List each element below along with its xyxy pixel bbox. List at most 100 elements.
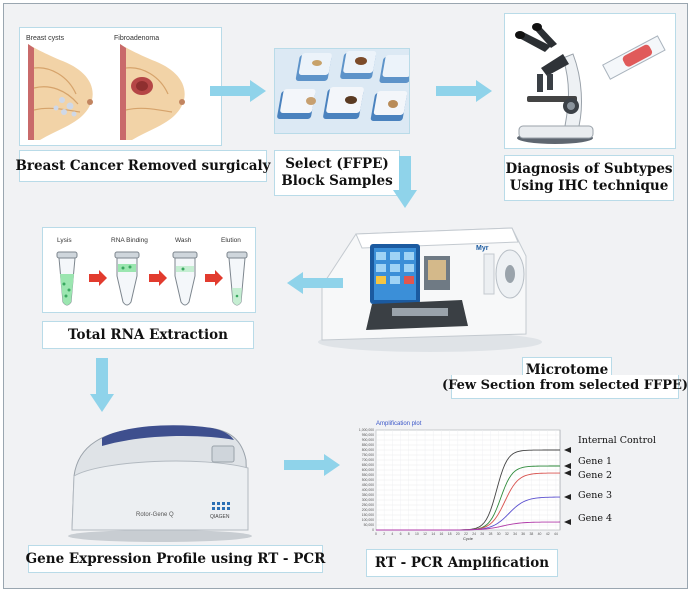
amplification-step-text: RT - PCR Amplification [374, 554, 550, 571]
breast-step-text: Breast Cancer Removed surgicaly [15, 157, 271, 174]
rna-stage-binding: RNA Binding [111, 237, 148, 244]
chart-series [376, 449, 561, 531]
red-arrow-icon [205, 270, 223, 286]
y-tick-label: 500,000 [362, 478, 374, 482]
legend-pointer-icon [564, 519, 571, 525]
rna-extraction-panel: Lysis RNA Binding Wash Elution [42, 227, 256, 313]
microscope-image-panel [504, 13, 676, 149]
y-tick-label: 450,000 [362, 483, 374, 487]
y-tick-label: 850,000 [362, 443, 374, 447]
glass-slide-icon [602, 35, 666, 80]
fibro-caption: Fibroadenoma [114, 35, 159, 42]
x-tick-label: 2 [383, 532, 385, 536]
ihc-step-label: Diagnosis of Subtypes Using IHC techniqu… [504, 155, 674, 201]
x-tick-label: 38 [529, 532, 533, 536]
legend-pointer-icon [564, 470, 571, 476]
x-tick-label: 16 [440, 532, 444, 536]
y-tick-label: 800,000 [362, 448, 374, 452]
y-tick-label: 700,000 [362, 458, 374, 462]
x-tick-label: 28 [489, 532, 493, 536]
left-arrow-icon [287, 272, 343, 294]
amplification-step-label: RT - PCR Amplification [366, 549, 558, 577]
y-tick-label: 50,000 [364, 523, 374, 527]
x-tick-label: 14 [431, 532, 435, 536]
rtpcr-step-label: Gene Expression Profile using RT - PCR [25, 545, 326, 573]
x-tick-label: 4 [391, 532, 393, 536]
y-tick-label: 350,000 [362, 493, 374, 497]
legend-pointer-icon [564, 447, 571, 453]
ffpe-blocks-icon [275, 49, 414, 133]
tube-icon [114, 251, 140, 306]
ffpe-step-line2: Block Samples [281, 173, 393, 189]
y-tick-label: 150,000 [362, 513, 374, 517]
down-arrow-icon [90, 358, 114, 412]
rna-extraction-illustration: Lysis RNA Binding Wash Elution [56, 237, 248, 306]
y-tick-label: 400,000 [362, 488, 374, 492]
x-tick-label: 36 [521, 532, 525, 536]
down-arrow-icon [393, 156, 417, 208]
y-tick-label: 950,000 [362, 433, 374, 437]
right-arrow-icon [436, 80, 492, 102]
pcr-machine-icon: Rotor-Gene Q QIAGEN [68, 425, 252, 542]
legend-label: Gene 1 [578, 456, 612, 467]
x-tick-label: 6 [400, 532, 402, 536]
y-tick-label: 1,000,000 [359, 428, 374, 432]
red-arrow-icon [89, 270, 107, 286]
breast-illustration: Breast cysts Fibroadenoma [26, 35, 185, 140]
x-tick-label: 40 [538, 532, 542, 536]
x-tick-label: 24 [472, 532, 476, 536]
breast-step-label: Breast Cancer Removed surgicaly [15, 150, 271, 182]
qiagen-logo [212, 502, 230, 510]
y-tick-label: 0 [372, 528, 374, 532]
amplification-chart: Amplification plot 1,000,000950,000900,0… [359, 421, 656, 541]
rna-stage-lysis: Lysis [57, 237, 72, 244]
red-arrow-icon [149, 270, 167, 286]
tube-icon [226, 251, 248, 306]
series-line [376, 521, 561, 531]
rtpcr-step-text: Gene Expression Profile using RT - PCR [25, 550, 326, 567]
y-tick-label: 750,000 [362, 453, 374, 457]
rna-stage-wash: Wash [175, 237, 192, 244]
ffpe-image-panel [274, 48, 414, 134]
x-tick-label: 22 [464, 532, 468, 536]
y-tick-label: 650,000 [362, 463, 374, 467]
x-tick-label: 8 [408, 532, 410, 536]
microscope-icon [515, 23, 666, 144]
legend-label: Gene 4 [578, 513, 612, 524]
right-arrow-icon [210, 80, 266, 102]
x-tick-label: 30 [497, 532, 501, 536]
x-tick-label: 32 [505, 532, 509, 536]
legend-label: Gene 3 [578, 490, 612, 501]
ffpe-step-label: Select (FFPE) Block Samples [274, 150, 400, 196]
cysts-caption: Breast cysts [26, 35, 65, 42]
ffpe-step-line1: Select (FFPE) [285, 156, 389, 173]
x-tick-label: 44 [554, 532, 558, 536]
x-tick-label: 18 [448, 532, 452, 536]
microtome-subtitle: (Few Section from selected FFPE) [441, 378, 689, 394]
y-tick-label: 900,000 [362, 438, 374, 442]
ihc-step-line2: Using IHC technique [509, 178, 669, 194]
y-tick-label: 300,000 [362, 498, 374, 502]
legend-pointer-icon [564, 463, 571, 469]
x-tick-label: 0 [375, 532, 377, 536]
y-tick-label: 250,000 [362, 503, 374, 507]
microtome-brand: Myr [476, 245, 489, 252]
microtome-icon: Myr [318, 227, 542, 352]
x-tick-label: 42 [546, 532, 550, 536]
chart-ticks: 1,000,000950,000900,000850,000800,000750… [359, 428, 558, 536]
chart-title: Amplification plot [376, 421, 422, 427]
rna-step-text: Total RNA Extraction [68, 326, 228, 343]
x-tick-label: 34 [513, 532, 517, 536]
ihc-step-line1: Diagnosis of Subtypes [505, 161, 673, 178]
x-tick-label: 10 [415, 532, 419, 536]
y-tick-label: 600,000 [362, 468, 374, 472]
microtome-title: Microtome [525, 362, 609, 379]
y-tick-label: 100,000 [362, 518, 374, 522]
breast-cysts-icon [28, 44, 93, 140]
x-tick-label: 26 [480, 532, 484, 536]
microtome-subtitle-label: (Few Section from selected FFPE) [442, 375, 688, 399]
legend-pointer-icon [564, 494, 571, 500]
legend-label: Gene 2 [578, 470, 612, 481]
chart-grid [375, 429, 561, 531]
